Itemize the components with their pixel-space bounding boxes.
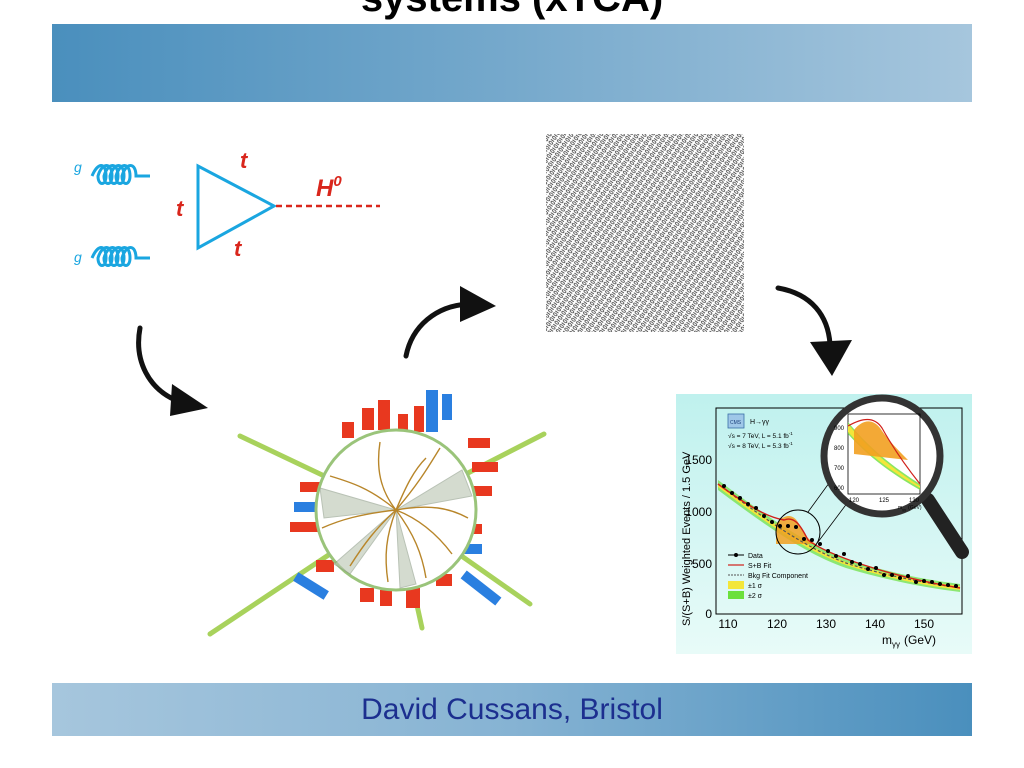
cms-logo	[727, 413, 745, 429]
x-axis-label: mγγ(GeV)	[882, 633, 936, 649]
channel-label: H→γγ	[750, 419, 770, 426]
feynman-diagram: g g t t t H0	[74, 148, 380, 267]
binary-data-graphic	[546, 134, 744, 332]
plot-legend: Data S+B Fit Bkg Fit Component ±1 σ ±2 σ	[728, 553, 808, 600]
inset-y-tick: 800	[834, 446, 845, 452]
y-tick: 500	[692, 557, 712, 571]
inset-y-tick: 900	[834, 426, 845, 432]
x-tick: 110	[718, 617, 737, 631]
gluon-top-label: g	[74, 159, 82, 175]
collision-event-display	[207, 390, 547, 637]
inset-y-tick: 700	[834, 466, 845, 472]
inset-x-tick: 120	[849, 498, 860, 504]
legend-sigma1: ±1 σ	[748, 583, 763, 590]
inset-x-label: mγγ(GeV)	[898, 505, 922, 512]
footer-author: David Cussans, Bristol	[361, 692, 663, 726]
gluon-bottom	[90, 246, 150, 267]
x-tick: 140	[865, 617, 885, 631]
gluon-top	[90, 164, 150, 185]
legend-sb-fit: S+B Fit	[748, 563, 771, 570]
legend-sigma2: ±2 σ	[748, 593, 763, 600]
lumi-7-label: √s = 7 TeV, L = 5.1 fb-1	[728, 431, 793, 440]
y-tick: 1500	[685, 453, 712, 467]
top-left-label: t	[176, 196, 185, 221]
slide-title: systems (xTCA)	[0, 0, 1024, 22]
particle-tracks	[321, 441, 469, 583]
title-bar	[52, 24, 972, 102]
legend-data: Data	[748, 553, 763, 560]
inset-x-tick: 125	[879, 498, 890, 504]
footer-bar: David Cussans, Bristol	[52, 683, 972, 736]
data-points	[722, 484, 958, 588]
arrow-down-icon	[775, 285, 852, 376]
sigma2-band	[718, 480, 960, 592]
x-tick: 150	[914, 617, 934, 631]
y-tick: 1000	[685, 505, 712, 519]
arrow-up-right-icon	[403, 286, 496, 359]
y-axis-label: S/(S+B) Weighted Events / 1.5 GeV	[681, 451, 693, 626]
x-tick: 130	[816, 617, 836, 631]
top-upper-label: t	[240, 148, 249, 173]
lumi-8-label: √s = 8 TeV, L = 5.3 fb-1	[728, 441, 793, 450]
arrow-down-right-icon	[136, 325, 208, 416]
inset-x-tick: 130	[909, 498, 920, 504]
x-tick: 120	[767, 617, 787, 631]
y-tick: 0	[705, 607, 712, 621]
inset-y-tick: 600	[834, 486, 845, 492]
legend-bkg-fit: Bkg Fit Component	[748, 573, 808, 580]
magnifier-icon: 900 800 700 600 120 125 130 mγγ(GeV)	[820, 394, 969, 559]
gluon-bottom-label: g	[74, 249, 82, 265]
sb-fit-curve	[717, 483, 961, 589]
top-quark-loop	[196, 163, 278, 251]
plot-frame	[715, 407, 963, 615]
cms-badge: CMS	[730, 420, 742, 426]
energy-towers	[290, 390, 502, 608]
top-lower-label: t	[234, 236, 243, 261]
zoom-region	[775, 509, 821, 555]
diphoton-mass-plot: 0 500 1000 1500 110 120 130 140 150 mγγ(…	[676, 394, 972, 654]
higgs-label: H0	[316, 173, 342, 202]
